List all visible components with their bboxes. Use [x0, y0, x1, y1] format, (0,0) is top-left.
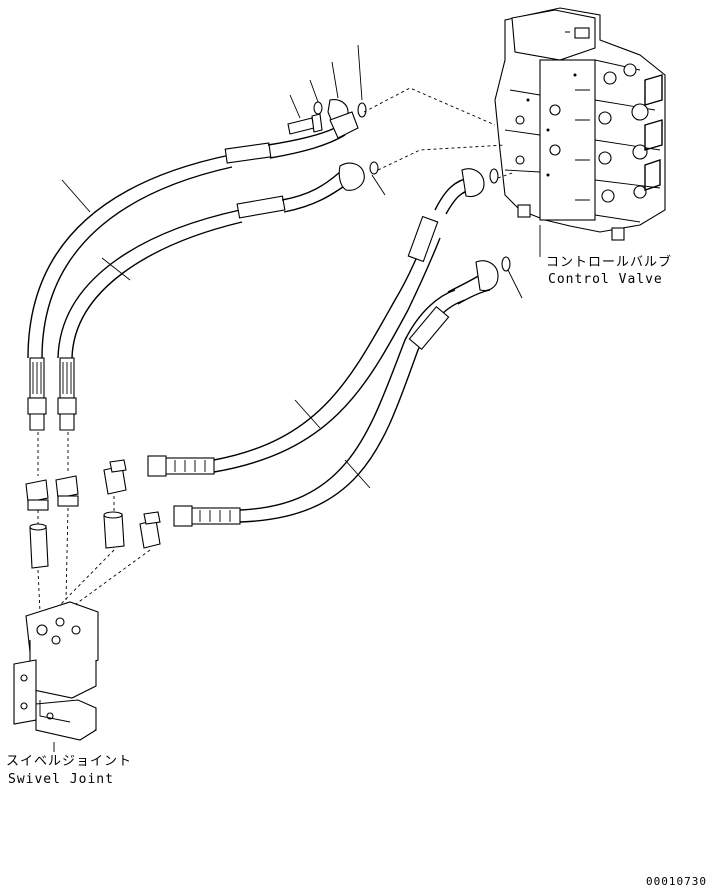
- hose-lower-2-leader: [344, 459, 371, 489]
- control-valve: [494, 7, 666, 241]
- hose-upper-1: [27, 111, 359, 431]
- swivel-joint-label-jp: スイベルジョイント: [6, 754, 133, 769]
- fittings-group: [25, 459, 161, 569]
- hose-lower-1-leader: [294, 399, 321, 429]
- hose-upper-2: [57, 161, 379, 431]
- hose-lower-2: [173, 256, 511, 527]
- hose-lower-1: [147, 168, 499, 477]
- control-valve-label-jp: コントロールバルブ: [546, 255, 673, 270]
- control-valve-label-en: Control Valve: [548, 272, 663, 287]
- drawing-number: 00010730: [646, 875, 707, 888]
- swivel-joint: [13, 601, 99, 741]
- hose-upper-2-leader: [101, 257, 131, 281]
- flange-hardware-group: [287, 44, 367, 135]
- hose-upper-1-leader: [61, 179, 91, 213]
- assembly-lines: [37, 87, 516, 613]
- swivel-joint-label-en: Swivel Joint: [8, 772, 114, 787]
